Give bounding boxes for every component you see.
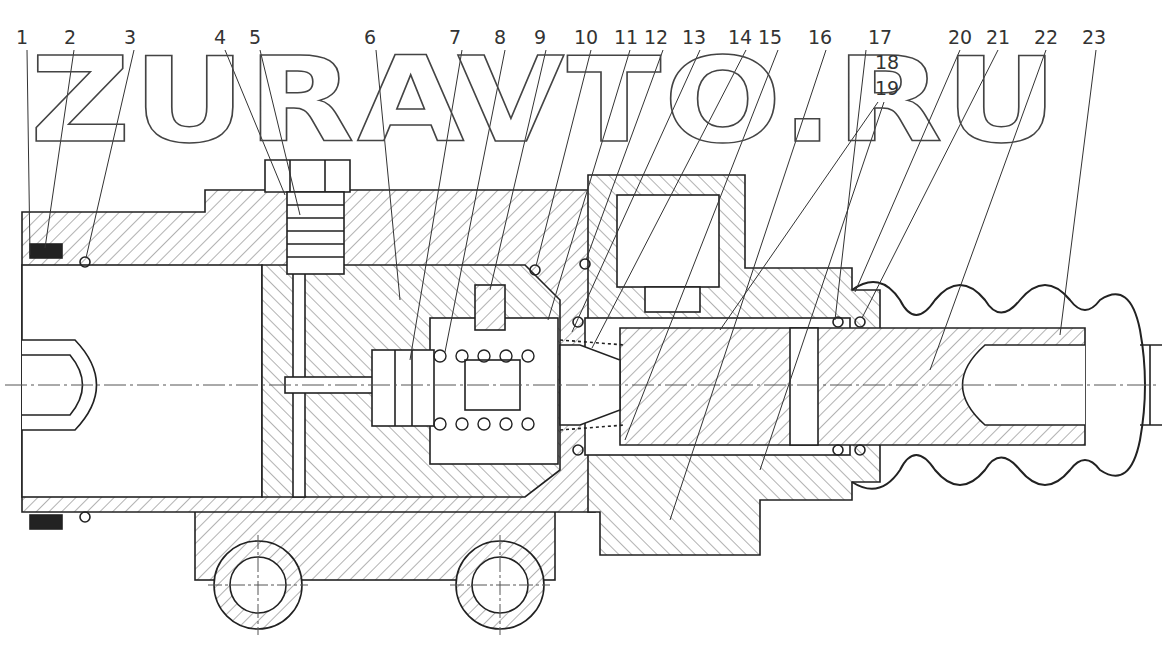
callout-number: 6	[364, 27, 376, 47]
callout-number: 4	[214, 27, 226, 47]
callout-number: 15	[758, 27, 782, 47]
callout-number: 22	[1034, 27, 1058, 47]
callout-number: 19	[875, 78, 899, 98]
callout-number: 9	[534, 27, 546, 47]
callout-number: 5	[249, 27, 261, 47]
callout-number: 11	[614, 27, 638, 47]
port	[617, 195, 719, 287]
callout-number: 21	[986, 27, 1010, 47]
callout-number: 16	[808, 27, 832, 47]
piston	[262, 265, 560, 497]
callout-number: 7	[449, 27, 461, 47]
callout-number: 1	[16, 27, 28, 47]
piston-front	[620, 328, 1085, 445]
chamber	[430, 318, 558, 464]
callout-number: 13	[682, 27, 706, 47]
callout-number: 8	[494, 27, 506, 47]
callout-number: 3	[124, 27, 136, 47]
plug	[265, 160, 350, 192]
callout-number: 17	[868, 27, 892, 47]
valve	[372, 350, 434, 426]
bore	[22, 265, 262, 497]
watermark-text: ZURAVTO.RU	[30, 40, 1060, 160]
callout-number: 2	[64, 27, 76, 47]
callout-number: 14	[728, 27, 752, 47]
callout-number: 20	[948, 27, 972, 47]
callout-number: 23	[1082, 27, 1106, 47]
callout-number: 12	[644, 27, 668, 47]
callout-number: 18	[875, 52, 899, 72]
housing	[22, 190, 595, 512]
callout-number: 10	[574, 27, 598, 47]
